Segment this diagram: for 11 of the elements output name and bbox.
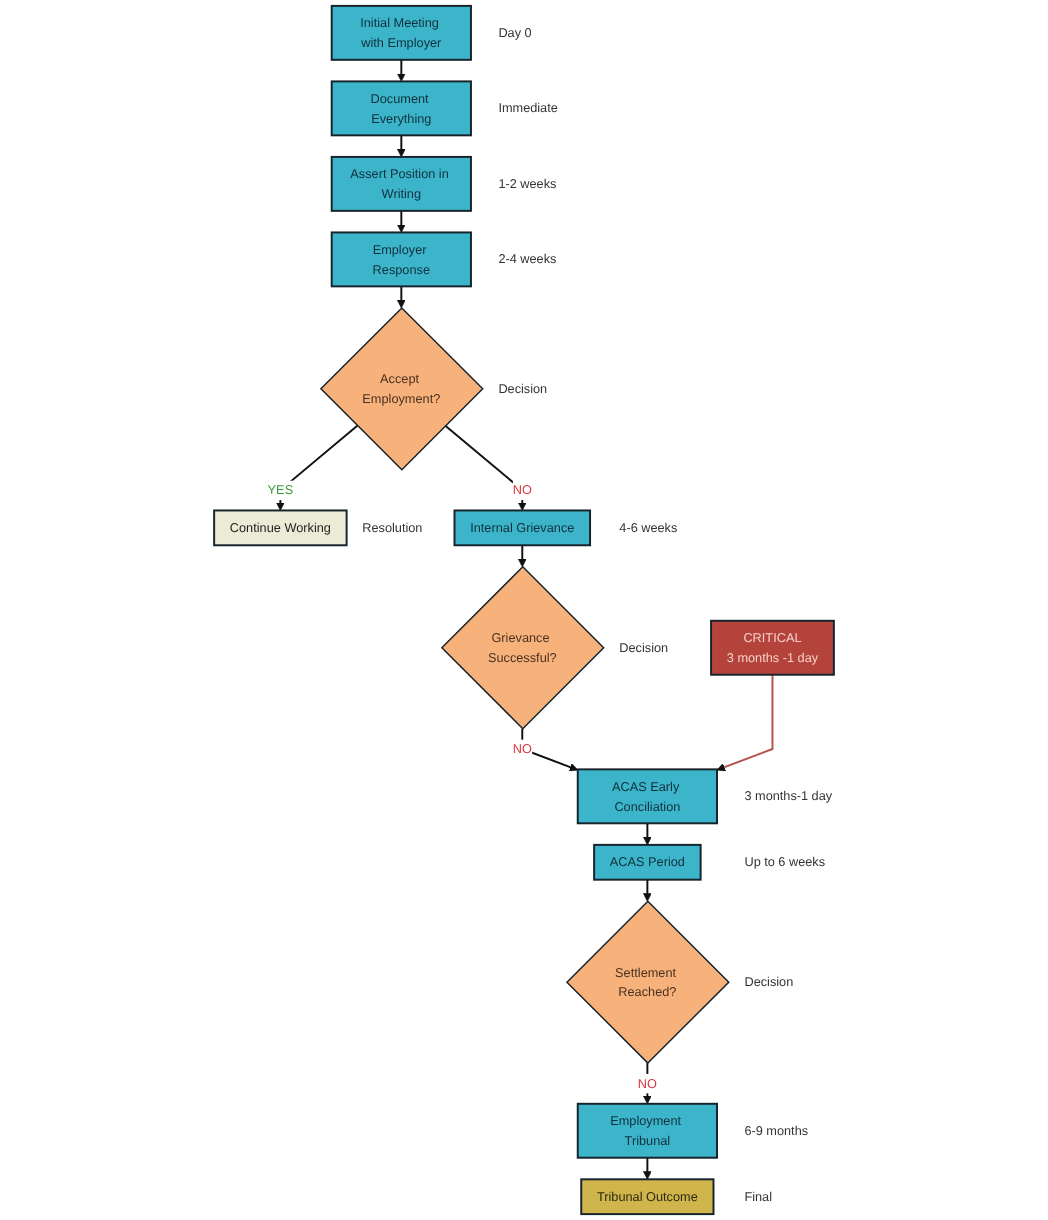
arrow	[397, 209, 406, 233]
arrow	[276, 424, 359, 511]
arrow	[444, 424, 527, 511]
arrow	[643, 878, 652, 902]
arrow	[397, 58, 406, 82]
arrow	[397, 134, 406, 158]
arrow	[643, 822, 652, 846]
arrow	[643, 1156, 652, 1180]
arrow	[716, 673, 774, 772]
arrow	[397, 285, 406, 309]
arrow	[517, 544, 527, 568]
